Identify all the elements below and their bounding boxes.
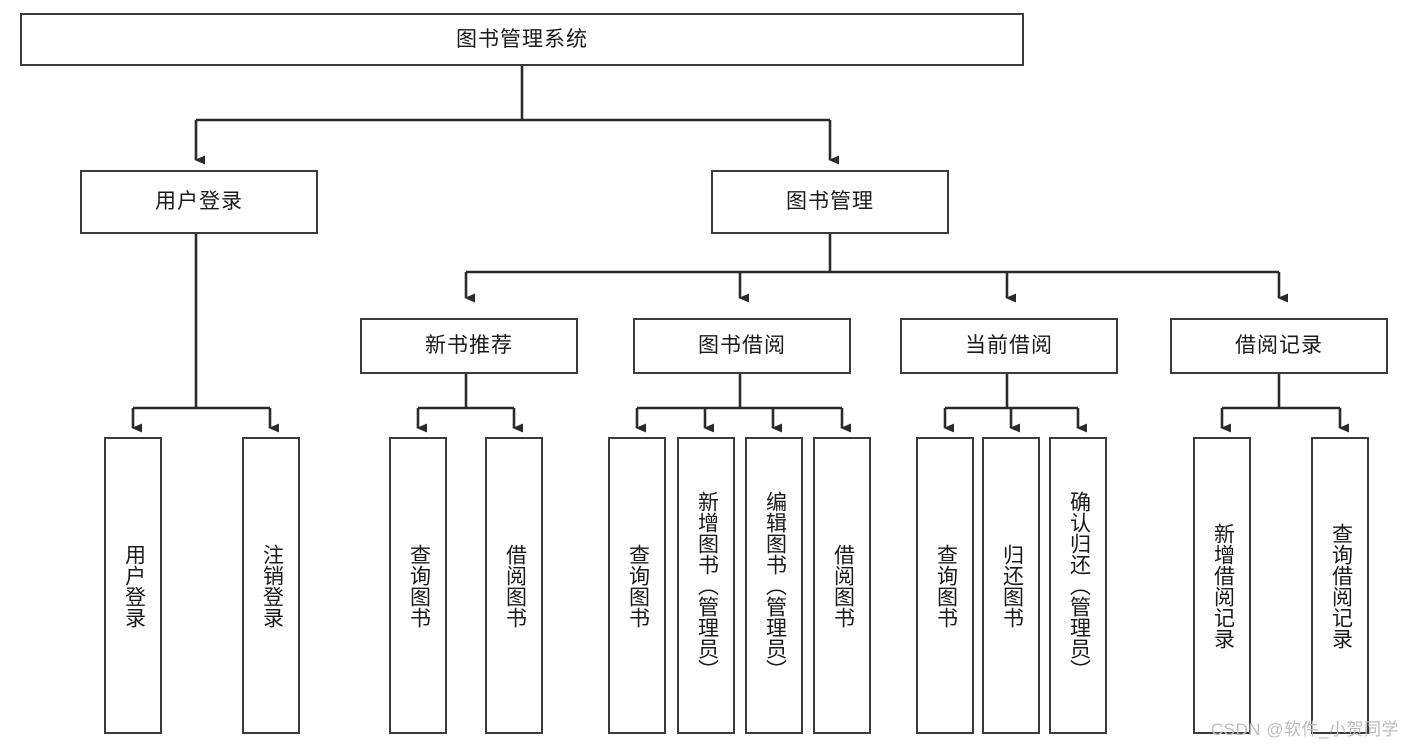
node-leaf-edit-book[interactable]: 编辑图书（管理员） [745,437,803,734]
node-label: 查询图书 [626,543,650,628]
node-label: 新增图书（管理员） [695,491,719,680]
node-leaf-query-record[interactable]: 查询借阅记录 [1311,437,1369,734]
node-root-book-management-system[interactable]: 图书管理系统 [20,13,1024,66]
node-leaf-borrow-book-1[interactable]: 借阅图书 [485,437,543,734]
node-borrow-record[interactable]: 借阅记录 [1170,318,1388,374]
node-label: 图书管理系统 [456,27,588,51]
node-label: 当前借阅 [965,334,1053,358]
node-label: 新增借阅记录 [1211,522,1235,649]
node-label: 借阅记录 [1235,334,1323,358]
node-label: 查询图书 [407,543,431,628]
node-label: 新书推荐 [425,334,513,358]
node-label: 用户登录 [122,543,146,628]
node-leaf-confirm-return[interactable]: 确认归还（管理员） [1049,437,1107,734]
node-label: 借阅图书 [503,543,527,628]
node-new-book-recommend[interactable]: 新书推荐 [360,318,578,374]
node-label: 查询借阅记录 [1329,522,1353,649]
node-label: 注销登录 [260,543,284,628]
node-current-borrow[interactable]: 当前借阅 [900,318,1118,374]
node-leaf-query-book-1[interactable]: 查询图书 [389,437,447,734]
node-leaf-user-login[interactable]: 用户登录 [104,437,162,734]
node-leaf-return-book[interactable]: 归还图书 [982,437,1040,734]
node-label: 图书管理 [786,190,874,214]
node-label: 编辑图书（管理员） [763,491,787,680]
node-book-management[interactable]: 图书管理 [711,170,949,234]
node-leaf-add-record[interactable]: 新增借阅记录 [1193,437,1251,734]
node-label: 用户登录 [155,190,243,214]
node-leaf-query-book-2[interactable]: 查询图书 [608,437,666,734]
watermark: CSDN @软件_小贺同学 [1210,720,1399,739]
node-label: 归还图书 [1000,543,1024,628]
node-leaf-query-book-3[interactable]: 查询图书 [916,437,974,734]
node-leaf-borrow-book-2[interactable]: 借阅图书 [813,437,871,734]
node-user-login[interactable]: 用户登录 [80,170,318,234]
node-label: 查询图书 [934,543,958,628]
node-label: 确认归还（管理员） [1067,491,1091,680]
node-label: 图书借阅 [698,334,786,358]
node-leaf-add-book[interactable]: 新增图书（管理员） [677,437,735,734]
node-label: 借阅图书 [831,543,855,628]
node-leaf-logout[interactable]: 注销登录 [242,437,300,734]
node-book-borrow[interactable]: 图书借阅 [633,318,851,374]
